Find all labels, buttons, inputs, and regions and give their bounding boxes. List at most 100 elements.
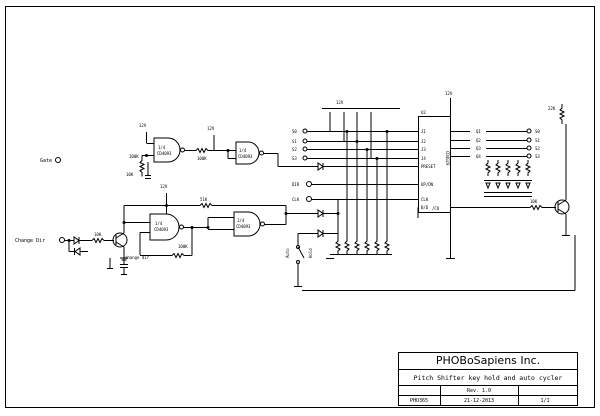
diode-icon (73, 236, 80, 245)
pin-j2: J2 (421, 139, 426, 144)
revision-label: Rev. 1.0 (467, 388, 491, 394)
nand-gate-3: 1/4 CD4093 12V 51K 100K change dir (107, 184, 286, 275)
q1-label: Q1 (476, 129, 481, 134)
change-dir-input: Change Dir 10K (15, 222, 128, 261)
resistor-icon (514, 160, 522, 176)
q3-label: Q3 (476, 146, 481, 151)
nand1-chip: CD4093 (157, 151, 172, 156)
out-s1-icon (526, 137, 532, 143)
supply-label: 12V (336, 100, 344, 105)
supply-label: 12V (445, 91, 453, 96)
led-icon (525, 182, 531, 190)
diode-icon-2 (74, 247, 81, 256)
pin-j3: J3 (421, 147, 426, 152)
counter-ic: U2 CD4029 J1 J2 J3 J4 PRESET UP/DN CLK B… (417, 110, 455, 259)
resistor-icon (363, 238, 371, 254)
change-dir-connector-icon (59, 237, 65, 243)
junction-dots (67, 130, 389, 242)
transistor-icon (554, 199, 570, 215)
title-block: PHOBoSapiens Inc. Pitch Shifter key hold… (398, 352, 578, 406)
supply-label: 12V (160, 184, 168, 189)
nand-gate-1: 1/4 CD4093 12V 10K 100K 100K 12V (126, 123, 215, 179)
switch-label: Auto (285, 248, 290, 258)
resistor-icon (529, 204, 543, 211)
resistor-icon (373, 238, 381, 254)
resistor-value: 10K (94, 232, 102, 237)
led-icon (485, 182, 491, 190)
resistor-icon (171, 252, 185, 259)
supply-label: 12V (207, 126, 215, 131)
resistor-value: 22K (548, 106, 556, 111)
resistor-icon (199, 202, 213, 209)
counter-ref: U2 (421, 110, 426, 115)
nand4-label: 1/4 (237, 218, 245, 223)
clk-connector-icon (306, 196, 312, 202)
supply-label: 12V (139, 123, 147, 128)
dir-connector-icon (306, 181, 312, 187)
resistor-value: 51K (200, 197, 208, 202)
gate-connector-icon (55, 157, 61, 163)
pin-j4: J4 (421, 156, 426, 161)
led-icon (505, 182, 511, 190)
switch-label-2: Hold (308, 248, 313, 258)
counter-chip: CD4029 (445, 151, 450, 166)
resistor-icon (353, 238, 361, 254)
nand2-label: 1/4 (239, 148, 247, 153)
pin-co: /CO (432, 206, 440, 211)
pin-updn: UP/DN (421, 182, 434, 187)
feedback-wires (302, 235, 576, 291)
nand3-label: 1/4 (155, 221, 163, 226)
dir-clk-inputs: DIR CLK (292, 181, 418, 238)
nand-gate-2: 1/4 CD4093 (214, 141, 418, 171)
out-s0-icon (526, 128, 532, 134)
nand4-chip: CD4093 (236, 224, 251, 229)
document-date: 21-12-2013 (464, 398, 494, 404)
resistor-icon (494, 160, 502, 176)
clk-label: CLK (292, 197, 300, 202)
out-s0-label: S0 (535, 129, 540, 134)
dir-label: DIR (292, 182, 300, 187)
led-icon (515, 182, 521, 190)
resistor-icon (558, 104, 566, 124)
resistor-icon (195, 147, 209, 154)
diode-icon (317, 209, 324, 218)
change-dir-net-label: change dir (125, 255, 150, 260)
document-id: PHO365 (410, 398, 428, 404)
nand1-label: 1/4 (158, 145, 166, 150)
preset-switches: S0 S1 S2 S3 12V 12V 22K (292, 91, 566, 259)
nand2-chip: CD4093 (238, 154, 253, 159)
pin-bd: B/D (421, 205, 429, 210)
sheet-number: 1/1 (540, 398, 549, 404)
q4-label: Q4 (476, 154, 481, 159)
gate-label: Gate (40, 158, 52, 164)
schematic-subtitle: Pitch Shifter key hold and auto cycler (414, 374, 563, 382)
resistor-value: 100K (178, 244, 188, 249)
resistor-icon (383, 238, 391, 254)
nand3-chip: CD4093 (154, 227, 169, 232)
resistor-icon (484, 160, 492, 176)
out-s1-label: S1 (535, 138, 540, 143)
resistor-icon (343, 238, 351, 254)
resistor-value: 10K (530, 199, 538, 204)
pin-clk: CLK (421, 197, 429, 202)
auto-hold-switch: Auto Hold (285, 233, 313, 287)
resistor-icon (138, 155, 146, 177)
out-s2-icon (526, 145, 532, 151)
led-icon (495, 182, 501, 190)
nand-gate-4: 1/4 CD4093 (192, 205, 338, 237)
diode-icon (317, 162, 324, 171)
q2-label: Q2 (476, 138, 481, 143)
pin-preset: PRESET (421, 164, 436, 169)
out-s3-icon (526, 153, 532, 159)
s2-label: S2 (292, 147, 297, 152)
resistor-icon (334, 238, 342, 254)
out-s2-label: S2 (535, 146, 540, 151)
s1-label: S1 (292, 139, 297, 144)
outputs: Q1 Q2 Q3 Q4 S0 S1 S2 S3 10K (450, 124, 570, 236)
diode-icon (317, 229, 324, 238)
gate-input: Gate (40, 157, 61, 164)
resistor-icon (524, 160, 532, 176)
resistor-value: 10K (126, 172, 134, 177)
